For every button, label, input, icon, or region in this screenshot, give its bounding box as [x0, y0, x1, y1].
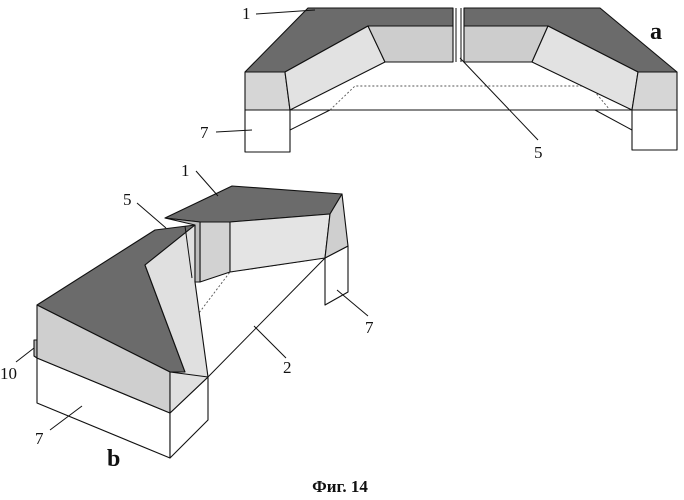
- view-b-label-2: 2: [283, 358, 292, 377]
- view-b-label-1: 1: [181, 161, 190, 180]
- figure-caption: Фиг. 14: [312, 477, 368, 496]
- view-b-right-inner-face-a: [200, 222, 230, 282]
- view-b-leader-1: [196, 171, 218, 196]
- view-b-label-7-front: 7: [35, 429, 44, 448]
- view-b: 1 5 2 7 7 10 b: [0, 161, 374, 472]
- view-a-hidden-edge: [330, 86, 610, 110]
- view-b-leader-7-right: [337, 290, 368, 316]
- view-a-left-base-block: [245, 110, 290, 152]
- view-b-tag: b: [107, 446, 120, 472]
- view-b-label-7-right: 7: [365, 318, 374, 337]
- view-a-right-end-face: [632, 72, 677, 110]
- view-a-base-diagonal-left: [290, 110, 330, 130]
- view-b-leader-5: [137, 203, 166, 228]
- view-b-leader-2: [254, 326, 286, 358]
- view-a-leader-5: [460, 58, 538, 140]
- view-a-base-diagonal-right: [595, 110, 632, 130]
- view-a-right-base-block: [632, 110, 677, 150]
- view-b-floor-edge: [208, 258, 325, 377]
- view-a-label-1: 1: [242, 4, 251, 23]
- view-b-label-5: 5: [123, 190, 132, 209]
- view-b-right-inner-face-b: [230, 214, 330, 272]
- view-a-tag: a: [650, 19, 662, 45]
- view-a-label-5: 5: [534, 143, 543, 162]
- view-b-label-10: 10: [0, 364, 17, 383]
- view-b-leader-10: [16, 348, 34, 362]
- view-a: 1 5 7 a: [200, 4, 677, 162]
- view-a-left-end-face: [245, 72, 290, 110]
- view-a-label-7: 7: [200, 123, 209, 142]
